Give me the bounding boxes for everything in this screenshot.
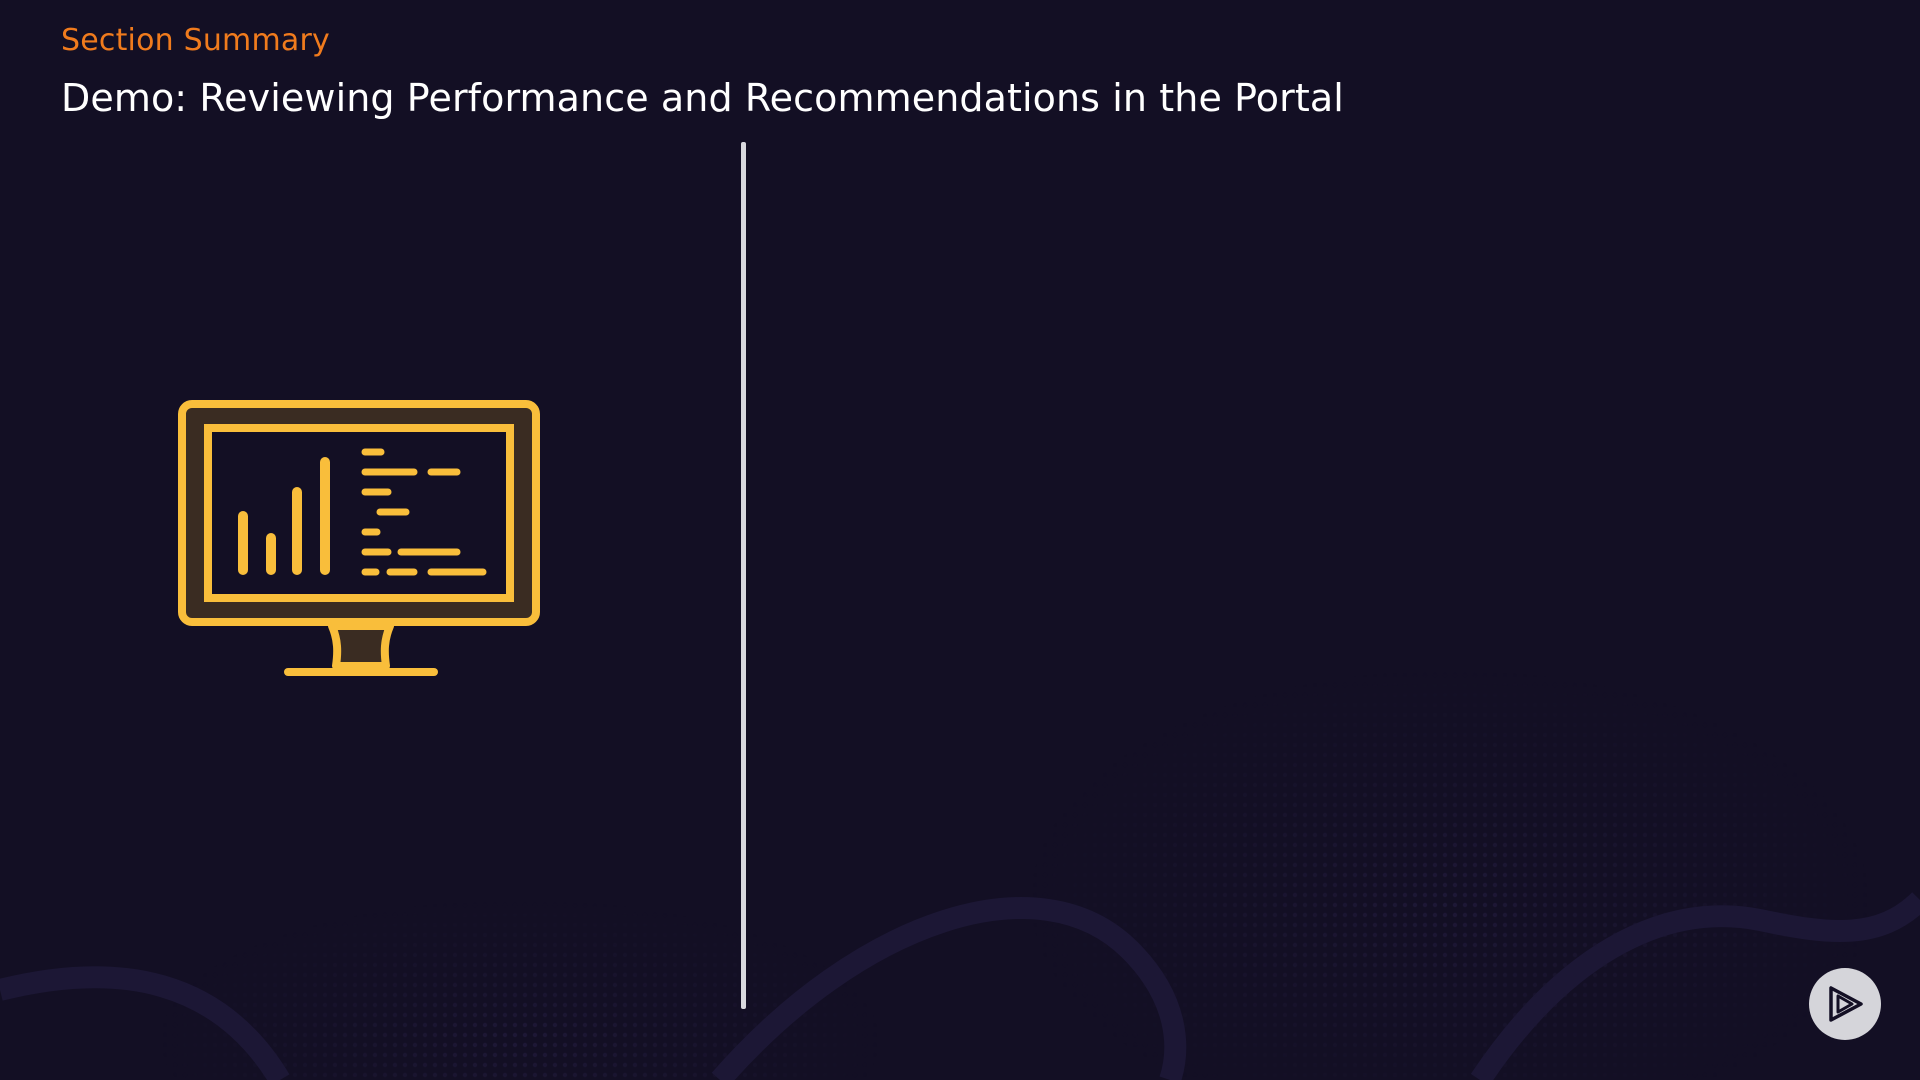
vertical-divider [741,142,746,1009]
play-logo-icon [1829,986,1863,1022]
monitor-chart-icon [178,400,540,676]
play-logo-button[interactable] [1809,968,1881,1040]
slide-title: Demo: Reviewing Performance and Recommen… [61,76,1344,120]
section-label: Section Summary [61,23,330,58]
